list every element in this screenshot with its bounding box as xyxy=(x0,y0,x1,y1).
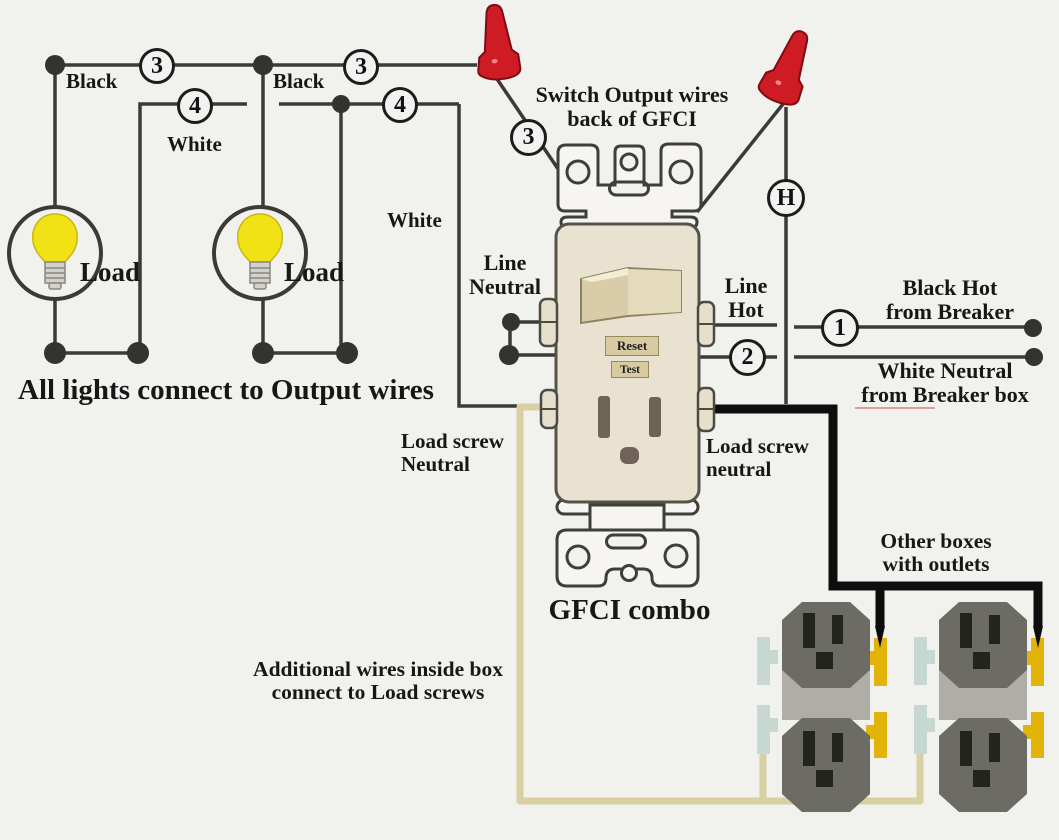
outlet-face-bottom xyxy=(939,718,1027,812)
badge-3-gfci: 3 xyxy=(510,119,547,156)
outlet-face-top xyxy=(939,602,1027,688)
label-load-screw-right: Load screw neutral xyxy=(706,435,809,480)
duplex-outlet-right xyxy=(914,602,1044,812)
brass-screw-icon xyxy=(1031,638,1044,686)
label-additional-line1: Additional wires inside box xyxy=(253,657,503,681)
badge-4-mid: 4 xyxy=(382,87,418,123)
label-line-hot-line1: Line xyxy=(724,273,768,298)
label-black-hot-breaker: Black Hot from Breaker xyxy=(855,276,1045,324)
load-lamp-right xyxy=(212,205,308,301)
load-lamp-left xyxy=(7,205,103,301)
gfci-device xyxy=(538,142,716,588)
badge-hot: H xyxy=(767,179,805,217)
gfci-toggle-switch xyxy=(580,266,682,325)
switch-output-diagonal-right xyxy=(695,102,785,214)
brass-screw-icon xyxy=(874,638,887,686)
outlet-slots xyxy=(803,613,843,787)
label-all-lights: All lights connect to Output wires xyxy=(18,374,434,406)
label-load-screw-left: Load screw Neutral xyxy=(401,430,504,475)
outlet-face-top xyxy=(782,602,870,688)
label-black-hot-line1: Black Hot xyxy=(902,275,998,300)
gfci-side-screws xyxy=(538,297,716,433)
white-wire-to-gfci xyxy=(457,104,517,408)
brass-screw-icon xyxy=(874,712,887,758)
brass-screw-icon xyxy=(1031,712,1044,758)
beige-load-wire xyxy=(516,403,924,805)
label-white-neutral-breaker: White Neutral from Breaker box xyxy=(845,359,1045,407)
label-gfci-combo: GFCI combo xyxy=(548,594,711,626)
label-line-neutral-line1: Line xyxy=(483,250,527,275)
badge-3-mid: 3 xyxy=(343,49,379,85)
silver-screw-icon xyxy=(914,637,927,685)
gfci-top-bracket xyxy=(556,142,703,230)
outlet-slots xyxy=(960,613,1000,787)
black-hot-breaker-wire xyxy=(712,323,1025,329)
label-load-screw-right-line2: neutral xyxy=(706,456,772,481)
gfci-receptacle-slots xyxy=(598,396,661,464)
test-button: Test xyxy=(611,361,649,378)
badge-3-left: 3 xyxy=(139,48,175,84)
label-white-left: White xyxy=(167,132,222,156)
label-white-neutral-line1: White Neutral xyxy=(877,358,1013,383)
duplex-outlet-left xyxy=(757,602,887,812)
label-line-neutral-line2: Neutral xyxy=(468,273,542,299)
label-additional-wires: Additional wires inside box connect to L… xyxy=(245,657,511,705)
label-load-screw-left-line2: Neutral xyxy=(401,451,470,476)
label-load-right: Load xyxy=(284,257,345,287)
badge-2: 2 xyxy=(729,339,766,376)
label-black-mid: Black xyxy=(273,69,325,93)
label-load-screw-left-line1: Load screw xyxy=(401,429,504,453)
label-other-boxes: Other boxes with outlets xyxy=(856,529,1016,577)
outlet-face-bottom xyxy=(782,718,870,812)
gfci-bottom-bracket xyxy=(555,528,700,588)
label-black-left: Black xyxy=(66,69,118,93)
black-feed-wire xyxy=(706,404,1043,648)
reset-button: Reset xyxy=(605,336,659,356)
badge-1: 1 xyxy=(821,309,859,347)
junction-dots xyxy=(44,55,1043,366)
label-white-neutral-line2: from Breaker box xyxy=(861,381,1029,407)
label-other-boxes-line1: Other boxes xyxy=(880,529,992,553)
label-load-screw-right-line1: Load screw xyxy=(706,434,809,458)
label-other-boxes-line2: with outlets xyxy=(882,552,990,577)
silver-screw-icon xyxy=(757,637,770,685)
bulb-glass-icon xyxy=(32,213,78,263)
silver-screw-icon xyxy=(914,705,927,754)
silver-screw-icon xyxy=(757,705,770,754)
label-additional-line2: connect to Load screws xyxy=(271,680,485,705)
label-black-hot-line2: from Breaker xyxy=(885,298,1015,324)
label-line-hot-line2: Hot xyxy=(728,296,764,322)
label-line-neutral: Line Neutral xyxy=(455,251,555,299)
bulb-glass-icon xyxy=(237,213,283,263)
label-switch-output-line2: back of GFCI xyxy=(567,105,697,131)
badge-4-left: 4 xyxy=(177,88,213,124)
label-switch-output-line1: Switch Output wires xyxy=(535,82,729,107)
label-load-left: Load xyxy=(80,257,141,287)
label-line-hot: Line Hot xyxy=(710,274,782,322)
underline-accent xyxy=(855,407,935,409)
label-switch-output: Switch Output wires back of GFCI xyxy=(517,83,747,131)
label-white-mid: White xyxy=(387,208,442,232)
